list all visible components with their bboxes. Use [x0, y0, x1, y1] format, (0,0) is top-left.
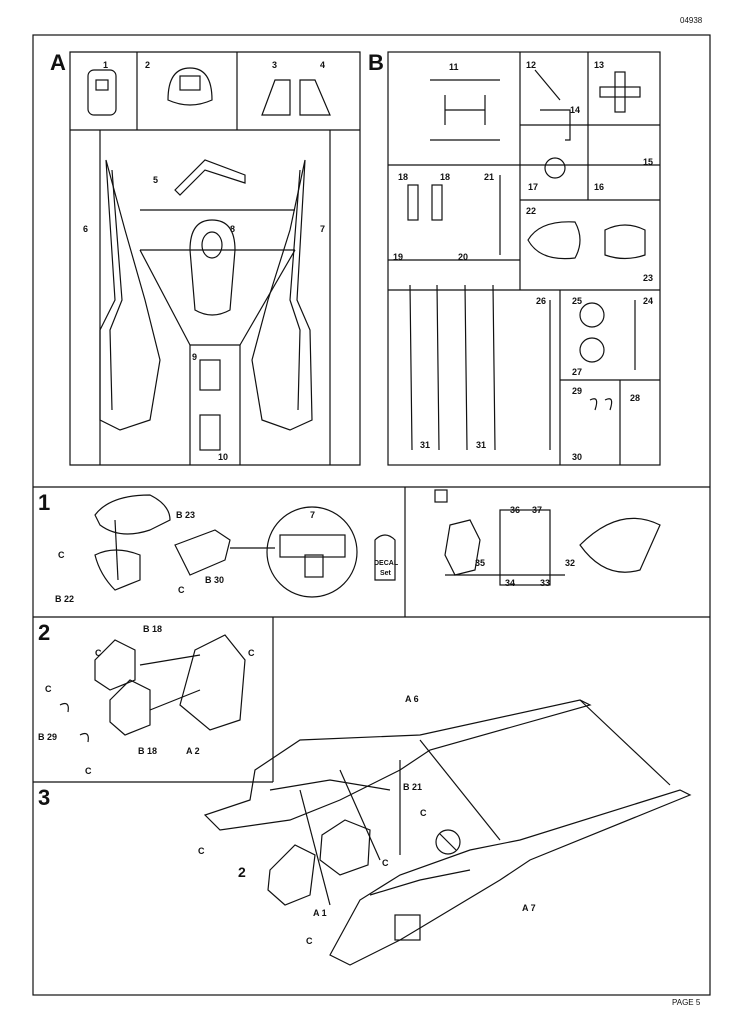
part-number: 11: [449, 62, 459, 72]
cement-symbol: C: [198, 846, 205, 856]
part-number: 35: [475, 558, 486, 568]
part-number: 23: [643, 273, 654, 283]
cement-symbol: C: [248, 648, 255, 658]
part-reference: B 22: [55, 594, 75, 604]
part-number: 4: [320, 60, 326, 70]
part-reference: A 1: [313, 908, 327, 918]
part-reference: B 29: [38, 732, 58, 742]
cement-symbol: C: [45, 684, 52, 694]
cement-symbol: C: [85, 766, 92, 776]
part-number: 5: [153, 175, 159, 185]
part-number: 12: [526, 60, 537, 70]
part-reference: A 7: [522, 903, 536, 913]
part-number: 36: [510, 505, 521, 515]
part-number: 18: [440, 172, 451, 182]
page-number: PAGE 5: [672, 998, 701, 1007]
sprue-a-letter: A: [50, 50, 66, 75]
cement-symbol: C: [178, 585, 185, 595]
part-number: 26: [536, 296, 547, 306]
part-reference: A 6: [405, 694, 419, 704]
part-number: 2: [145, 60, 151, 70]
part-number: 13: [594, 60, 605, 70]
cement-symbol: C: [382, 858, 389, 868]
step3-drawing: [203, 699, 692, 966]
part-reference: A 2: [186, 746, 200, 756]
part-number: 17: [528, 182, 539, 192]
part-number: 19: [393, 252, 404, 262]
page-frame: [32, 34, 711, 996]
part-number: 29: [572, 386, 583, 396]
detail-part-number: 7: [310, 510, 316, 520]
part-number: 6: [83, 224, 89, 234]
part-number: 16: [594, 182, 605, 192]
part-number: 20: [458, 252, 469, 262]
part-number: 32: [565, 558, 576, 568]
part-number: 14: [570, 105, 581, 115]
part-number: 28: [630, 393, 641, 403]
part-number: 15: [643, 157, 654, 167]
part-number: 7: [320, 224, 326, 234]
part-reference: B 30: [205, 575, 225, 585]
part-reference: B 23: [176, 510, 196, 520]
step1-drawing: [94, 494, 396, 598]
sprue-b-letter: B: [368, 50, 384, 75]
sprue-b-frame: [387, 51, 661, 466]
part-number: 18: [398, 172, 409, 182]
cement-symbol: C: [58, 550, 65, 560]
step-number: 3: [38, 785, 51, 810]
decal-label: DECAL: [374, 560, 399, 567]
part-number: 37: [532, 505, 543, 515]
part-number: 31: [476, 440, 487, 450]
part-number: 25: [572, 296, 583, 306]
sprue-a-frame: [69, 51, 361, 466]
part-number: 30: [572, 452, 583, 462]
clear-sprue-drawing: [434, 489, 661, 586]
step2-drawing: [59, 634, 246, 743]
part-number: 1: [103, 60, 109, 70]
part-reference: B 18: [143, 624, 163, 634]
part-number: 27: [572, 367, 583, 377]
decal-sub-label: Set: [380, 570, 391, 577]
part-number: 34: [505, 578, 516, 588]
part-reference: B 21: [403, 782, 423, 792]
cement-symbol: C: [306, 936, 313, 946]
step-number: 2: [38, 620, 51, 645]
part-number: 3: [272, 60, 278, 70]
step-number: 1: [38, 490, 51, 515]
subassembly-number: 2: [238, 864, 246, 880]
cement-symbol: C: [420, 808, 427, 818]
part-number: 22: [526, 206, 537, 216]
part-number: 24: [643, 296, 654, 306]
part-number: 10: [218, 452, 229, 462]
part-reference: B 18: [138, 746, 158, 756]
cement-symbol: C: [95, 648, 102, 658]
part-number: 8: [230, 224, 236, 234]
part-number: 33: [540, 578, 551, 588]
part-number: 9: [192, 352, 198, 362]
part-number: 31: [420, 440, 431, 450]
part-number: 21: [484, 172, 495, 182]
catalog-number: 04938: [680, 16, 703, 25]
